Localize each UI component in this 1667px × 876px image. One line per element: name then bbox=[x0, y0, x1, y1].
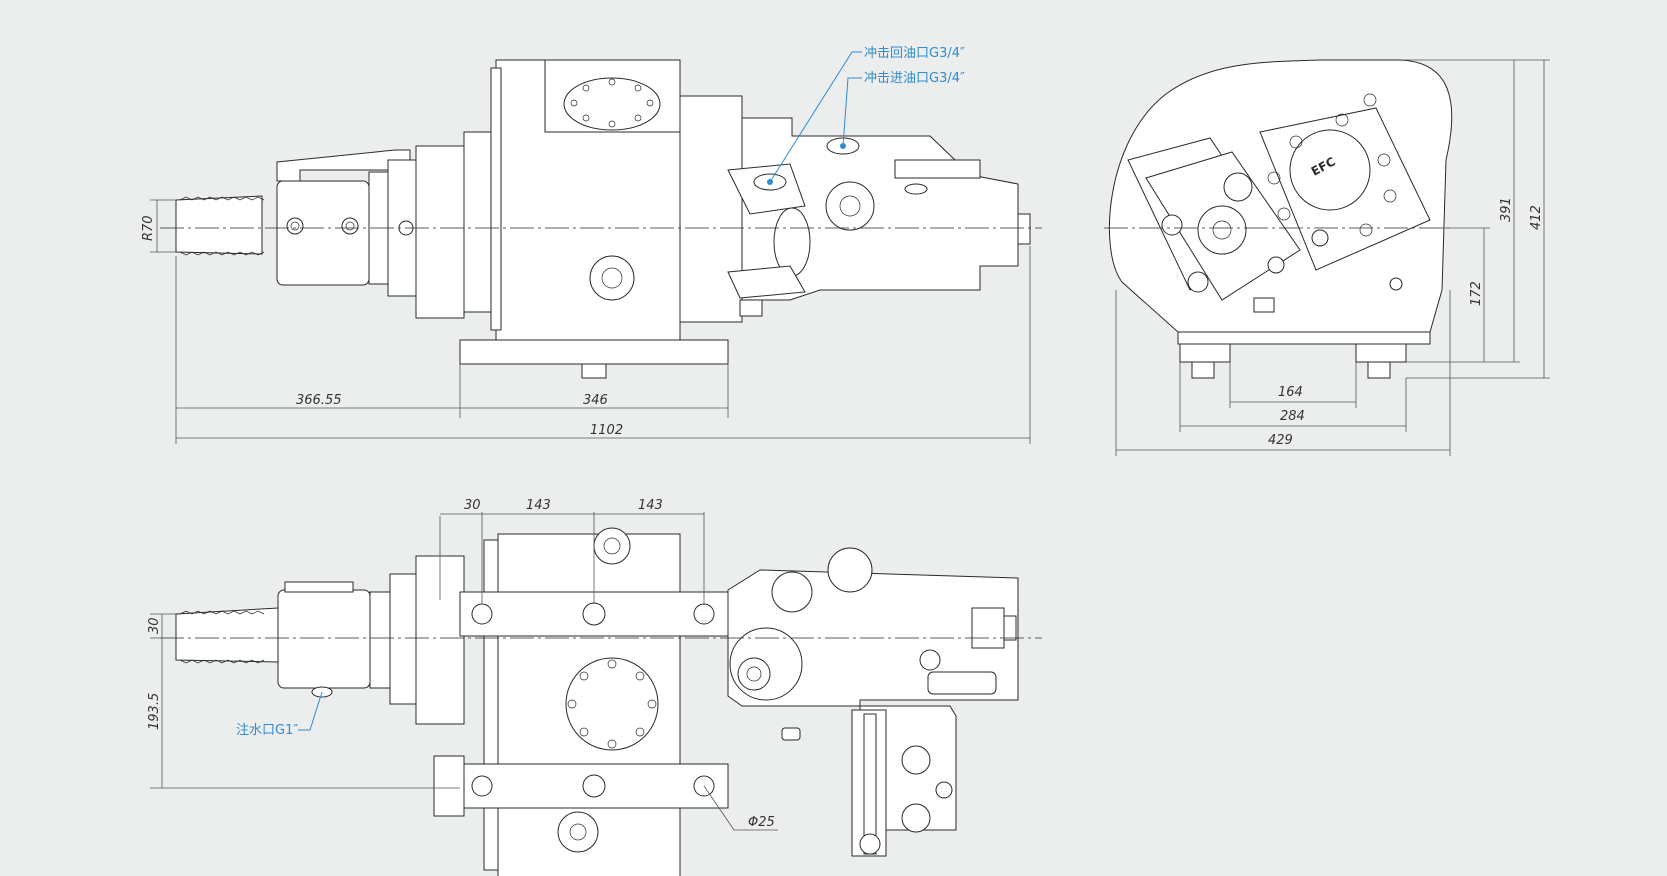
top-shank bbox=[175, 607, 279, 663]
callout-return-line bbox=[769, 51, 862, 183]
callout-water-line bbox=[298, 691, 323, 731]
dim-r70: R70 bbox=[141, 215, 156, 241]
callout-water-port: 注水口G1″ bbox=[236, 723, 298, 738]
side-cover-ring bbox=[1289, 129, 1371, 211]
dim-30-side: 30 bbox=[147, 617, 162, 634]
front-view bbox=[160, 59, 1042, 379]
side-boss bbox=[1197, 205, 1247, 255]
dim-1102: 1102 bbox=[590, 423, 623, 438]
dim-429: 429 bbox=[1268, 433, 1293, 448]
dim-412: 412 bbox=[1529, 205, 1544, 230]
top-bottom-plug bbox=[557, 811, 599, 853]
front-chuck-bolt bbox=[341, 217, 359, 235]
dim-164: 164 bbox=[1278, 385, 1303, 400]
dim-284: 284 bbox=[1280, 409, 1305, 424]
front-chuck-bolt bbox=[286, 217, 304, 235]
front-shank-thread bbox=[179, 196, 265, 256]
dim-193-5: 193.5 bbox=[147, 693, 162, 730]
top-cap bbox=[565, 657, 659, 751]
front-callouts: 冲击回油口G3/4″ 冲击进油口G3/4″ bbox=[769, 46, 965, 183]
front-flange bbox=[415, 145, 465, 319]
side-foot-left bbox=[1179, 343, 1231, 363]
callout-return-port: 冲击回油口G3/4″ bbox=[864, 46, 965, 61]
front-plug bbox=[589, 255, 635, 301]
dim-143-a: 143 bbox=[526, 498, 551, 513]
dim-366-55: 366.55 bbox=[296, 393, 342, 408]
front-top-cap bbox=[563, 77, 661, 131]
top-view bbox=[160, 527, 1042, 876]
dim-346: 346 bbox=[583, 393, 608, 408]
front-dimensions: R70 366.55 346 1102 bbox=[141, 199, 1031, 444]
side-base-strip bbox=[1177, 331, 1431, 345]
top-callouts: 注水口G1″ bbox=[236, 691, 323, 738]
callout-inlet-line bbox=[842, 77, 862, 147]
side-view: EFC bbox=[1104, 59, 1453, 379]
dim-391: 391 bbox=[1499, 197, 1514, 222]
top-gauge bbox=[827, 547, 873, 593]
front-shank bbox=[175, 195, 263, 255]
callout-inlet-port: 冲击进油口G3/4″ bbox=[864, 71, 965, 86]
front-bore bbox=[773, 207, 811, 277]
front-valve-block bbox=[679, 95, 743, 323]
side-hex-plug bbox=[1223, 172, 1253, 202]
top-dimensions: 30 143 143 30 193.5 Φ25 bbox=[147, 498, 778, 831]
dim-172: 172 bbox=[1469, 281, 1484, 306]
top-chuck bbox=[277, 589, 371, 689]
side-dimensions: 391 412 172 164 284 429 bbox=[1115, 59, 1550, 456]
side-foot-right bbox=[1355, 343, 1407, 363]
front-base bbox=[459, 339, 729, 365]
dim-30-top: 30 bbox=[464, 498, 481, 513]
top-port-plug bbox=[593, 527, 631, 565]
front-chuck-top bbox=[276, 149, 411, 182]
dim-dia-25: Φ25 bbox=[748, 815, 775, 830]
front-gauge bbox=[825, 181, 875, 231]
dim-143-b: 143 bbox=[638, 498, 663, 513]
